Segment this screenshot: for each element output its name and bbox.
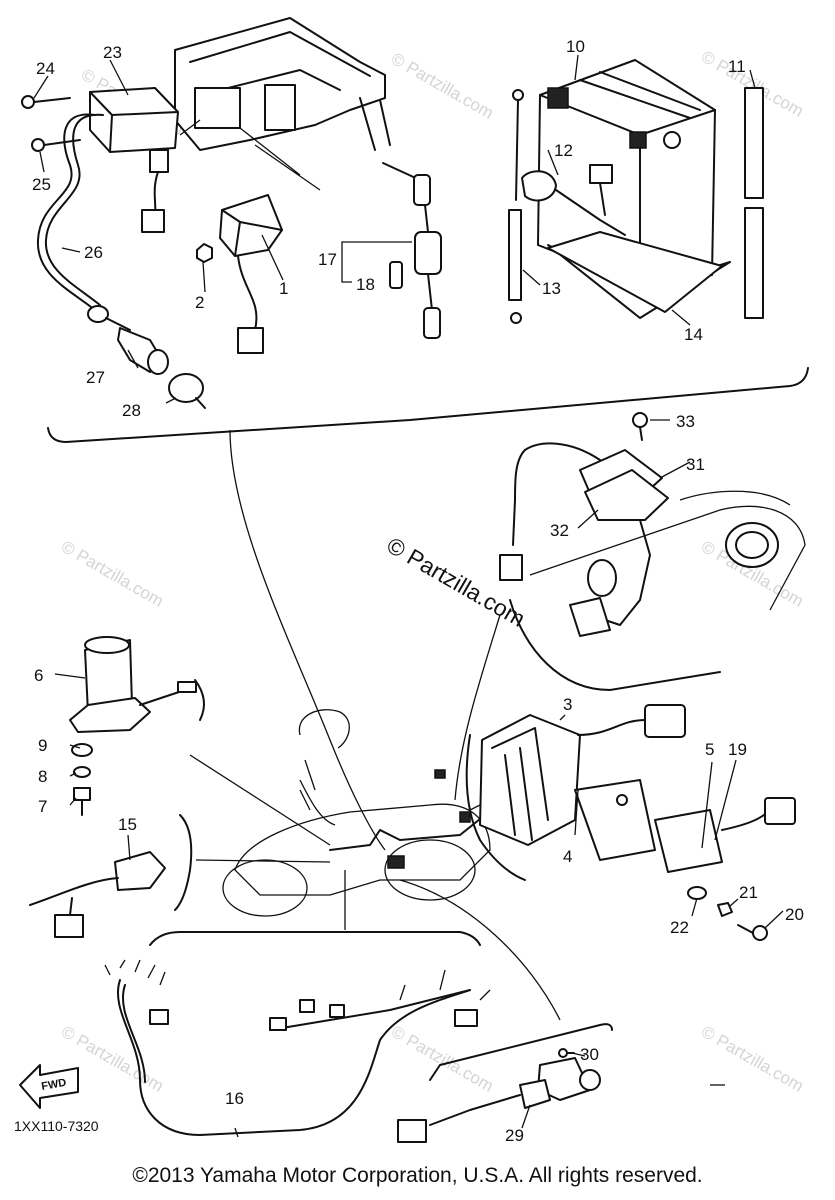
callout-31: 31 xyxy=(686,455,705,474)
battery-pad xyxy=(547,231,723,313)
relay-section xyxy=(397,1023,613,1143)
callout-2: 2 xyxy=(195,293,204,312)
callout-21: 21 xyxy=(739,883,758,902)
callout-20: 20 xyxy=(785,905,804,924)
callout-19: 19 xyxy=(728,740,747,759)
callout-10: 10 xyxy=(566,37,585,56)
callout-26: 26 xyxy=(84,243,103,262)
callout-17-bracket xyxy=(341,241,412,283)
watermark: © Partzilla.com xyxy=(388,49,497,123)
watermark: © Partzilla.com xyxy=(388,1022,497,1096)
partzilla-watermark: © Partzilla.com xyxy=(383,532,530,632)
callout-4: 4 xyxy=(563,847,572,866)
callout-6: 6 xyxy=(34,666,43,685)
callout-leaders xyxy=(33,54,784,1138)
fwd-label: FWD xyxy=(40,1077,67,1093)
bolt-24 xyxy=(21,95,71,109)
battery-box-frame xyxy=(174,17,391,191)
copyright-notice: ©2013 Yamaha Motor Corporation, U.S.A. A… xyxy=(132,1164,703,1187)
spark-plug-lead xyxy=(36,113,131,331)
top-section-bracket xyxy=(47,367,809,443)
callout-25: 25 xyxy=(32,175,51,194)
callout-7: 7 xyxy=(38,797,47,816)
fuse-18 xyxy=(389,261,403,289)
callout-17: 17 xyxy=(318,250,337,269)
wire-harness xyxy=(104,931,491,1136)
callout-15: 15 xyxy=(118,815,137,834)
bolt-7 xyxy=(73,787,91,816)
callout-33: 33 xyxy=(676,412,695,431)
callout-27: 27 xyxy=(86,368,105,387)
callout-13: 13 xyxy=(542,279,561,298)
nut-2 xyxy=(196,243,213,263)
neutral-switch-section xyxy=(29,814,193,938)
ignition-coil xyxy=(89,87,179,233)
plug-cap xyxy=(117,327,169,375)
leader-lines xyxy=(189,429,561,1021)
callout-23: 23 xyxy=(103,43,122,62)
starter-relay xyxy=(219,194,283,354)
callout-28: 28 xyxy=(122,401,141,420)
callout-16: 16 xyxy=(225,1089,244,1108)
callout-30: 30 xyxy=(580,1045,599,1064)
callout-5: 5 xyxy=(705,740,714,759)
callout-1: 1 xyxy=(279,279,288,298)
callout-8: 8 xyxy=(38,767,47,786)
washer-8 xyxy=(73,766,91,778)
callout-11: 11 xyxy=(728,57,746,76)
battery-lead xyxy=(521,164,626,236)
callout-9: 9 xyxy=(38,736,47,755)
callout-12: 12 xyxy=(554,141,573,160)
watermark: © Partzilla.com xyxy=(58,537,167,611)
callout-22: 22 xyxy=(670,918,689,937)
sensor-section xyxy=(499,412,806,691)
spark-plug xyxy=(168,373,206,409)
diagram-code: 1XX110-7320 xyxy=(14,1118,99,1134)
fwd-arrow: FWD xyxy=(19,1064,79,1109)
callout-14: 14 xyxy=(684,325,703,344)
breather-hose xyxy=(744,87,764,319)
callout-32: 32 xyxy=(550,521,569,540)
washer-9 xyxy=(71,743,93,757)
callout-18: 18 xyxy=(356,275,375,294)
bike-outline xyxy=(222,709,491,917)
starter-motor xyxy=(69,636,205,733)
callout-29: 29 xyxy=(505,1126,524,1145)
battery-cable xyxy=(508,89,524,324)
rectifier-section xyxy=(465,704,796,941)
callout-numbers: 23 24 25 26 27 28 2 1 17 18 10 11 12 13 … xyxy=(32,37,804,1145)
callout-24: 24 xyxy=(36,59,55,78)
battery xyxy=(537,59,731,319)
callout-3: 3 xyxy=(563,695,572,714)
fuse-holder xyxy=(382,162,442,339)
